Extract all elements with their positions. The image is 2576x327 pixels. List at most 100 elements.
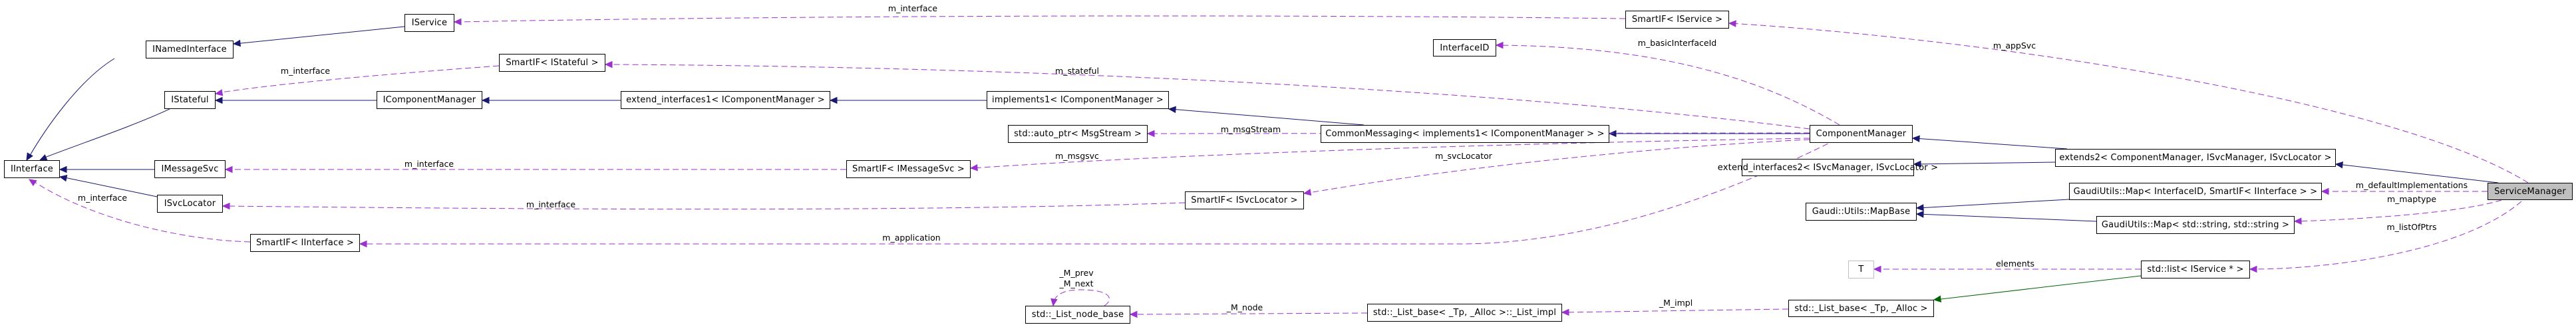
arrowhead-icon <box>359 240 367 248</box>
class-node-label: SmartIF< IMessageSvc > <box>852 164 965 174</box>
class-node-inamedinterface[interactable]: INamedInterface <box>146 41 234 58</box>
class-node-interfaceid[interactable]: InterfaceID <box>1433 39 1496 56</box>
class-node-label: SmartIF< IService > <box>1631 15 1723 25</box>
arrowhead-icon <box>1915 204 1924 211</box>
class-node-label: ServiceManager <box>2494 186 2566 197</box>
usage-edge <box>1563 308 1789 313</box>
edge-label-m-prev: _M_prev <box>1059 268 1094 278</box>
edge-label-m-defaultimplementations: m_defaultImplementations <box>2355 180 2468 190</box>
arrowhead-icon <box>1728 20 1736 27</box>
edge-label-m-maptype: m_maptype <box>2386 194 2437 204</box>
class-node-label: IService <box>411 18 448 28</box>
inheritance-edge <box>61 176 158 197</box>
class-node-imessagesvc[interactable]: IMessageSvc <box>154 160 226 178</box>
class-node-extend-interfaces2[interactable]: extend_interfaces2< ISvcManager, ISvcLoc… <box>1718 159 1938 176</box>
class-node-label: std::_List_base< _Tp, _Alloc > <box>1794 303 1928 314</box>
class-node-smartif-imessagesvc[interactable]: SmartIF< IMessageSvc > <box>846 160 971 178</box>
arrowhead-icon <box>2334 161 2344 169</box>
class-node-t[interactable]: T <box>1848 261 1874 278</box>
class-node-isvclocator[interactable]: ISvcLocator <box>157 195 223 213</box>
arrowhead-icon <box>2249 265 2257 273</box>
class-node-map-interfaceid[interactable]: GaudiUtils::Map< InterfaceID, SmartIF< I… <box>2069 183 2322 200</box>
class-node-list-iservice[interactable]: std::list< IService * > <box>2141 261 2250 278</box>
class-node-extends2[interactable]: extends2< ComponentManager, ISvcManager,… <box>2055 149 2336 167</box>
usage-edge <box>224 202 1186 210</box>
arrowhead-icon <box>2321 187 2329 195</box>
class-node-label: std::_List_node_base <box>1031 310 1124 320</box>
arrowhead-icon <box>222 202 230 210</box>
usage-edge <box>455 15 1626 23</box>
class-node-label: T <box>1858 265 1864 274</box>
usage-edge <box>1131 312 1368 315</box>
arrowhead-icon <box>26 152 33 162</box>
edge-label-m-interface-imsgsvc: m_interface <box>404 159 454 169</box>
edge-label-m-interface-iinterface: m_interface <box>77 193 128 203</box>
class-node-smartif-iservice[interactable]: SmartIF< IService > <box>1625 11 1729 29</box>
edge-label-m-application: m_application <box>882 233 941 243</box>
arrowhead-icon <box>224 165 233 173</box>
class-node-map-string[interactable]: GaudiUtils::Map< std::string, std::strin… <box>2096 216 2295 234</box>
class-node-list-impl[interactable]: std::_List_base< _Tp, _Alloc >::_List_im… <box>1367 304 1562 322</box>
edge-label-m-interface-istateful: m_interface <box>280 66 331 76</box>
edge-label-m-listofptrs: m_listOfPtrs <box>2386 222 2437 232</box>
class-node-smartif-isvclocator[interactable]: SmartIF< ISvcLocator > <box>1185 191 1304 209</box>
usage-edge <box>2295 199 2502 222</box>
class-node-label: IMessageSvc <box>161 164 219 174</box>
arrowhead-icon <box>481 96 490 104</box>
arrowhead-icon <box>1303 189 1312 196</box>
class-node-istateful[interactable]: IStateful <box>164 91 216 109</box>
class-node-label: extend_interfaces1< IComponentManager > <box>626 95 825 105</box>
inheritance-edge <box>1917 213 2097 222</box>
class-node-list-node-base[interactable]: std::_List_node_base <box>1025 306 1130 324</box>
class-node-componentmanager[interactable]: ComponentManager <box>1810 125 1913 143</box>
arrowhead-icon <box>1933 295 1942 303</box>
edge-label-m-interface-isvcloc: m_interface <box>526 199 576 209</box>
arrowhead-icon <box>1129 310 1138 318</box>
arrowhead-icon <box>1050 298 1058 307</box>
arrowhead-icon <box>969 164 978 171</box>
arrowhead-icon <box>1873 265 1881 273</box>
arrowhead-icon <box>829 96 838 104</box>
arrowhead-icon <box>453 18 462 26</box>
class-node-iservice[interactable]: IService <box>404 14 454 32</box>
usage-edge <box>1730 23 2529 183</box>
class-node-iinterface[interactable]: IInterface <box>4 160 60 178</box>
arrowhead-icon <box>214 89 224 96</box>
inheritance-edge <box>1170 108 1365 126</box>
edge-label-m-basicinterfaceid: m_basicInterfaceId <box>1637 38 1717 48</box>
class-node-icomponentmanager[interactable]: IComponentManager <box>377 91 482 109</box>
class-node-label: SmartIF< IInterface > <box>256 238 354 248</box>
edge-label-m-appsvc: m_appSvc <box>1993 41 2036 51</box>
arrowhead-icon <box>28 179 37 187</box>
class-node-label: std::list< IService * > <box>2147 265 2244 274</box>
usage-edge <box>1052 289 1110 306</box>
class-node-label: extends2< ComponentManager, ISvcManager,… <box>2059 153 2332 163</box>
arrowhead-icon <box>1168 106 1176 114</box>
class-node-label: Gaudi::Utils::MapBase <box>1812 207 1911 217</box>
class-node-label: IComponentManager <box>383 95 476 105</box>
usage-edge <box>361 139 1837 245</box>
arrowhead-icon <box>59 165 67 173</box>
class-node-mapbase[interactable]: Gaudi::Utils::MapBase <box>1806 203 1917 221</box>
class-node-auto-ptr-msgstream[interactable]: std::auto_ptr< MsgStream > <box>1008 125 1148 143</box>
class-node-label: GaudiUtils::Map< InterfaceID, SmartIF< I… <box>2073 186 2318 197</box>
class-node-servicemanager: ServiceManager <box>2488 183 2573 200</box>
class-node-commonmessaging[interactable]: CommonMessaging< implements1< IComponent… <box>1321 125 1609 143</box>
edge-label-m-node: _M_node <box>1226 302 1263 312</box>
class-node-list-base[interactable]: std::_List_base< _Tp, _Alloc > <box>1788 300 1934 317</box>
class-node-implements1[interactable]: implements1< IComponentManager > <box>987 91 1169 109</box>
class-node-label: IInterface <box>10 164 54 174</box>
arrowhead-icon <box>1495 41 1504 49</box>
class-node-label: extend_interfaces2< ISvcManager, ISvcLoc… <box>1717 162 1939 173</box>
class-node-label: ComponentManager <box>1816 129 1907 139</box>
class-node-smartif-iinterface[interactable]: SmartIF< IInterface > <box>250 234 360 252</box>
usage-edge <box>1497 45 1840 126</box>
arrowhead-icon <box>59 174 68 182</box>
usage-edge <box>1305 139 1810 194</box>
class-node-extend-interfaces1[interactable]: extend_interfaces1< IComponentManager > <box>621 91 830 109</box>
class-node-smartif-istateful[interactable]: SmartIF< IStateful > <box>499 54 605 72</box>
class-node-label: CommonMessaging< implements1< IComponent… <box>1325 129 1605 139</box>
class-node-label: IStateful <box>171 95 209 105</box>
class-node-label: INamedInterface <box>152 45 227 54</box>
